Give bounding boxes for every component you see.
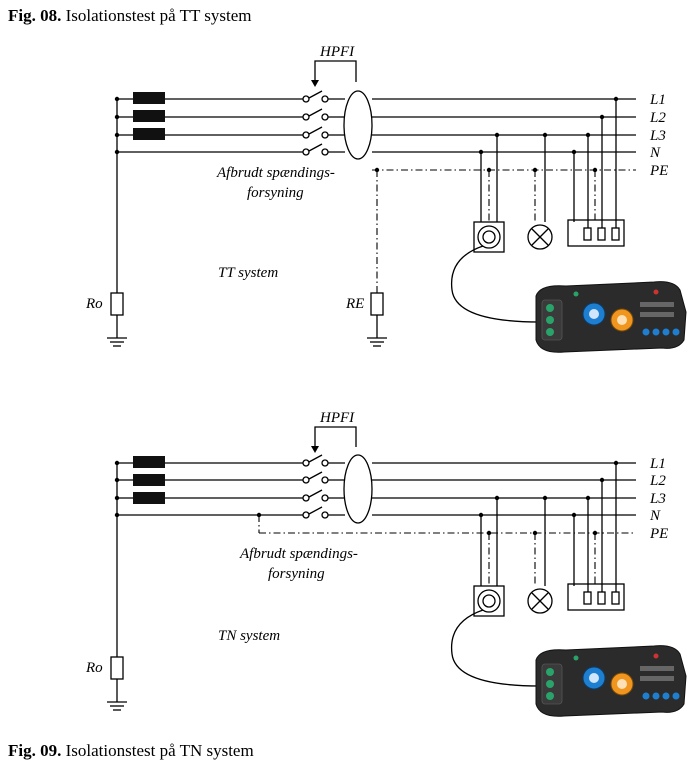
insulation-tester-icon xyxy=(535,645,687,717)
supply-lines-left xyxy=(114,96,303,155)
transformer-coil-l3 xyxy=(133,492,165,504)
ro-label: Ro xyxy=(85,296,103,312)
diagram-tn-system: HPFI xyxy=(85,410,687,717)
figure-number: Fig. 09. xyxy=(8,741,62,760)
hpfi-arrow-icon xyxy=(311,446,319,453)
figure-number: Fig. 08. xyxy=(8,6,62,25)
three-phase-load xyxy=(567,96,625,247)
transformer-coil-l3 xyxy=(133,128,165,140)
lamp-load xyxy=(527,495,553,614)
transformer-coil-l1 xyxy=(133,92,165,104)
ro-earth-electrode xyxy=(107,152,127,347)
interrupt-label-line2: forsyning xyxy=(247,185,304,201)
interrupt-label-line2: forsyning xyxy=(268,566,325,582)
figure-caption-bottom: Fig. 09. Isolationstest på TN system xyxy=(8,741,254,761)
transformer-coil-l1 xyxy=(133,456,165,468)
line-label-n: N xyxy=(649,145,661,161)
rcd-toroid xyxy=(343,454,373,524)
interrupt-label-line1: Afbrudt spændings- xyxy=(216,165,335,181)
diagram-tt-system: HPFI xyxy=(85,44,687,353)
system-label: TT system xyxy=(218,265,278,281)
bus-lines xyxy=(258,462,636,534)
line-label-l1: L1 xyxy=(649,456,666,472)
hpfi-bracket xyxy=(314,60,357,82)
transformer-coil-l2 xyxy=(133,110,165,122)
bus-lines xyxy=(372,98,636,171)
figure-title: Isolationstest på TT system xyxy=(61,6,252,25)
insulation-tester-icon xyxy=(535,281,687,353)
lamp-load xyxy=(527,132,553,250)
hpfi-bracket xyxy=(314,426,357,447)
hpfi-arrow-icon xyxy=(311,80,319,87)
transformer-coil-l2 xyxy=(133,474,165,486)
line-label-l1: L1 xyxy=(649,92,666,108)
system-label: TN system xyxy=(218,628,280,644)
line-label-l3: L3 xyxy=(649,491,666,507)
line-label-n: N xyxy=(649,508,661,524)
ro-label: Ro xyxy=(85,660,103,676)
figure-title: Isolationstest på TN system xyxy=(61,741,254,760)
re-label: RE xyxy=(345,296,364,312)
line-label-l3: L3 xyxy=(649,128,666,144)
ro-earth-electrode xyxy=(107,515,127,711)
hpfi-label: HPFI xyxy=(319,44,355,60)
hpfi-switch-contacts xyxy=(302,454,345,519)
supply-lines-left xyxy=(114,460,303,518)
hpfi-label: HPFI xyxy=(319,410,355,426)
re-earth-electrode xyxy=(367,167,387,347)
socket-load xyxy=(450,132,541,323)
line-label-pe: PE xyxy=(649,526,668,542)
hpfi-switch-contacts xyxy=(302,90,345,156)
line-label-pe: PE xyxy=(649,163,668,179)
three-phase-load xyxy=(567,460,625,611)
line-label-l2: L2 xyxy=(649,473,666,489)
figure-caption-top: Fig. 08. Isolationstest på TT system xyxy=(8,6,252,26)
rcd-toroid xyxy=(343,90,373,160)
interrupt-label-line1: Afbrudt spændings- xyxy=(239,546,358,562)
socket-load xyxy=(450,495,541,687)
line-label-l2: L2 xyxy=(649,110,666,126)
